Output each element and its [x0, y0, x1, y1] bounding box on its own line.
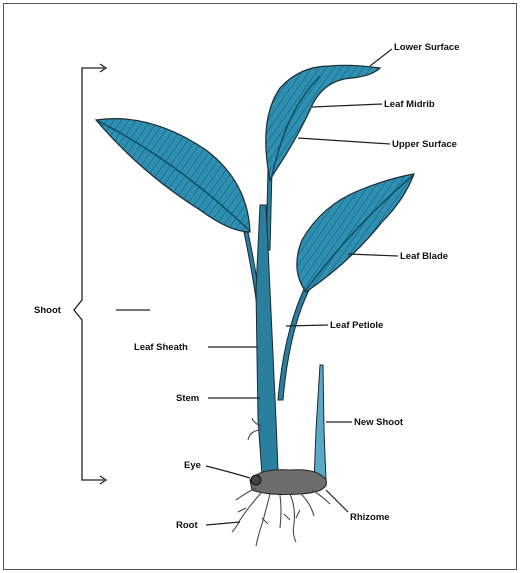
label-upper-surface: Upper Surface	[392, 139, 457, 150]
rhizome-shape	[250, 470, 326, 495]
shoot-bracket	[74, 64, 106, 484]
label-leaf-sheath: Leaf Sheath	[134, 342, 188, 353]
label-leaf-blade: Leaf Blade	[400, 251, 448, 262]
label-root: Root	[176, 520, 198, 531]
label-shoot: Shoot	[34, 305, 62, 316]
leaf-sheath-shape	[256, 205, 278, 475]
right-leaf-petiole	[278, 285, 310, 400]
right-leaf-blade	[297, 174, 414, 292]
left-leaf-blade	[96, 119, 250, 232]
stems	[244, 170, 326, 482]
new-shoot-shape	[314, 365, 326, 482]
label-lower-surface: Lower Surface	[394, 42, 459, 53]
center-leaf-blade	[266, 65, 380, 180]
label-new-shoot: New Shoot	[354, 417, 404, 428]
label-eye: Eye	[184, 460, 201, 471]
label-leaf-petiole: Leaf Petiole	[330, 320, 383, 331]
leaves	[96, 65, 414, 292]
label-leaf-midrib: Leaf Midrib	[384, 99, 435, 110]
eye-bud	[251, 475, 261, 485]
label-rhizome: Rhizome	[350, 512, 390, 523]
label-stem: Stem	[176, 393, 199, 404]
